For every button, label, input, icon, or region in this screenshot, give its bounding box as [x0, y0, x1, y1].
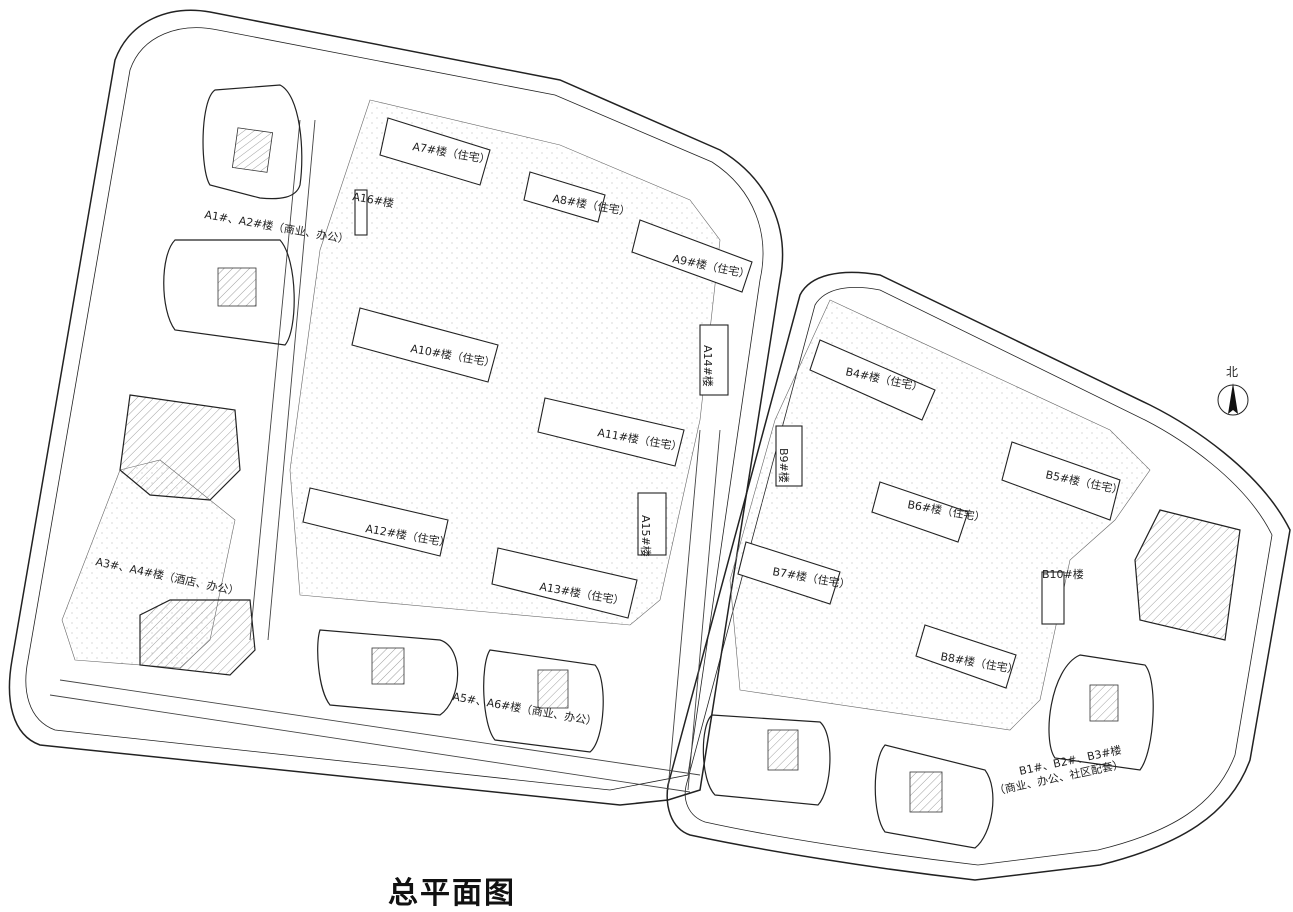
tower-a4: [139, 599, 256, 676]
tower-b3: [1048, 654, 1154, 771]
tower-a1: [202, 84, 303, 200]
north-label: 北: [1226, 365, 1238, 379]
tower-a6: [483, 649, 604, 753]
label-b9: B9#楼: [777, 448, 791, 483]
site-boundary: [8, 9, 1291, 881]
tower-b1: [702, 714, 831, 806]
residential-slabs: [302, 117, 1121, 689]
label-b10: B10#楼: [1042, 567, 1084, 581]
label-a5a6: A5#、A6#楼（商业、办公）: [451, 689, 598, 728]
label-a14: A14#楼: [701, 345, 715, 387]
internal-roads: [49, 119, 721, 793]
tower-a2: [163, 239, 295, 346]
north-arrow: [1217, 383, 1249, 416]
small-buildings: [354, 189, 1065, 625]
tower-b2: [874, 744, 994, 849]
label-a15: A15#楼: [639, 515, 653, 557]
drawing-title: 总平面图: [388, 876, 516, 911]
tower-a3: [119, 394, 241, 501]
tower-a5: [317, 629, 459, 716]
tower-b-northeast: [1134, 509, 1241, 641]
